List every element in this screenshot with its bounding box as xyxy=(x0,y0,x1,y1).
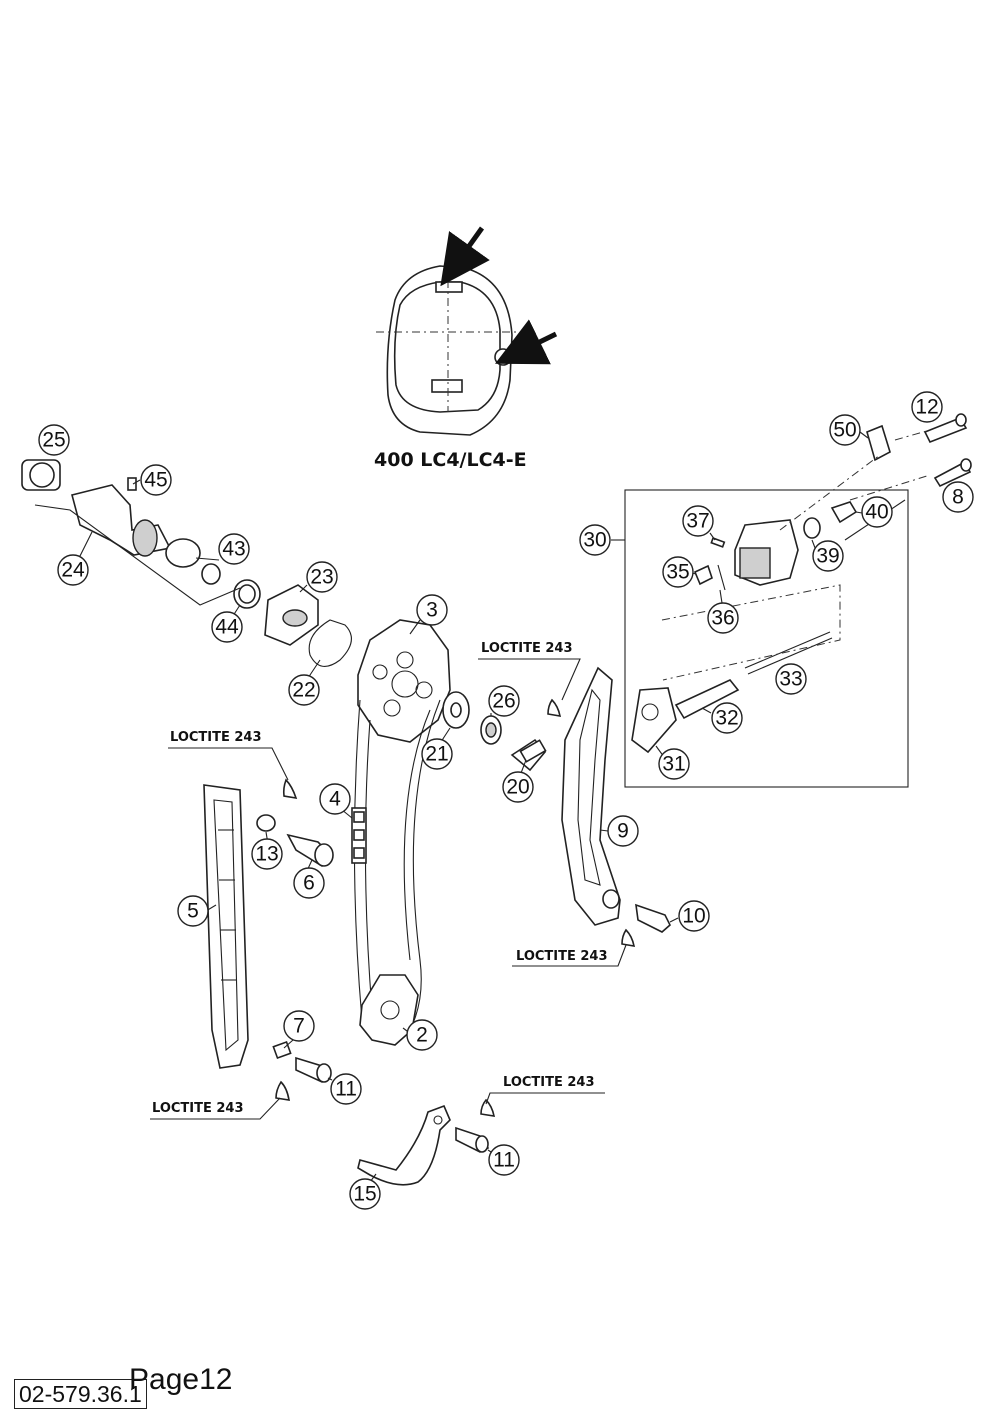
svg-text:40: 40 xyxy=(865,501,888,524)
svg-text:39: 39 xyxy=(816,545,839,568)
callout-39: 39 xyxy=(812,540,844,572)
timing-chain xyxy=(351,699,441,1031)
svg-text:43: 43 xyxy=(222,538,245,561)
svg-text:45: 45 xyxy=(144,469,167,492)
callout-31: 31 xyxy=(658,748,690,780)
callout-24: 24 xyxy=(57,554,89,586)
svg-text:24: 24 xyxy=(61,559,85,582)
svg-text:4: 4 xyxy=(329,788,341,811)
svg-text:35: 35 xyxy=(666,561,689,584)
callout-37: 37 xyxy=(682,505,714,537)
svg-text:10: 10 xyxy=(682,905,705,928)
callout-4: 4 xyxy=(319,783,351,815)
callout-5: 5 xyxy=(177,895,209,927)
callout-50: 50 xyxy=(829,414,861,446)
callout-2: 2 xyxy=(406,1019,438,1051)
callout-9: 9 xyxy=(607,815,639,847)
svg-text:6: 6 xyxy=(303,872,315,895)
callout-20: 20 xyxy=(502,771,534,803)
loctite-label-4: LOCTITE 243 xyxy=(150,1097,281,1120)
svg-text:9: 9 xyxy=(617,820,629,843)
svg-text:LOCTITE 243: LOCTITE 243 xyxy=(152,1101,244,1116)
svg-text:5: 5 xyxy=(187,900,199,923)
callout-33: 33 xyxy=(775,663,807,695)
svg-text:23: 23 xyxy=(310,566,333,589)
callout-36: 36 xyxy=(707,602,739,634)
guide-pin-bolt xyxy=(256,778,334,868)
callout-7: 7 xyxy=(283,1010,315,1042)
svg-text:LOCTITE 243: LOCTITE 243 xyxy=(481,641,573,656)
svg-text:LOCTITE 243: LOCTITE 243 xyxy=(516,949,608,964)
chain-guide-rail xyxy=(203,784,249,1069)
loctite-label-3: LOCTITE 243 xyxy=(512,944,627,967)
lower-chain-guide xyxy=(357,1098,496,1186)
callout-8: 8 xyxy=(942,481,974,513)
callout-10: 10 xyxy=(678,900,710,932)
callout-11-left: 11 xyxy=(330,1073,362,1105)
svg-text:26: 26 xyxy=(492,690,515,713)
svg-text:LOCTITE 243: LOCTITE 243 xyxy=(170,730,262,745)
callout-21: 21 xyxy=(421,738,453,770)
svg-text:50: 50 xyxy=(833,419,856,442)
model-inset-housing: 400 LC4/LC4-E xyxy=(374,226,558,471)
model-label: 400 LC4/LC4-E xyxy=(374,449,527,471)
lower-left-fasteners xyxy=(272,1040,332,1101)
callout-6: 6 xyxy=(293,867,325,899)
callout-13: 13 xyxy=(251,838,283,870)
svg-text:20: 20 xyxy=(506,776,529,799)
callout-22: 22 xyxy=(288,674,320,706)
callout-11-bottom: 11 xyxy=(488,1144,520,1176)
callout-44: 44 xyxy=(211,611,243,643)
callout-32: 32 xyxy=(711,702,743,734)
svg-text:22: 22 xyxy=(292,679,315,702)
svg-text:25: 25 xyxy=(42,429,65,452)
svg-text:32: 32 xyxy=(715,707,738,730)
svg-text:2: 2 xyxy=(416,1024,428,1047)
loctite-label-5: LOCTITE 243 xyxy=(485,1075,605,1105)
callout-3: 3 xyxy=(416,594,448,626)
page-label: Page12 xyxy=(129,1363,233,1396)
svg-text:15: 15 xyxy=(353,1183,376,1206)
svg-text:3: 3 xyxy=(426,599,438,622)
callout-43: 43 xyxy=(218,533,250,565)
callout-23: 23 xyxy=(306,561,338,593)
svg-text:13: 13 xyxy=(255,843,278,866)
svg-text:44: 44 xyxy=(215,616,239,639)
loctite-label-1: LOCTITE 243 xyxy=(478,641,581,701)
svg-text:33: 33 xyxy=(779,668,802,691)
svg-text:30: 30 xyxy=(583,529,606,552)
camshaft-assembly xyxy=(21,459,352,667)
svg-text:36: 36 xyxy=(711,607,734,630)
tensioner-rail xyxy=(547,666,671,947)
svg-text:21: 21 xyxy=(425,743,448,766)
svg-text:12: 12 xyxy=(915,396,938,419)
svg-text:LOCTITE 243: LOCTITE 243 xyxy=(503,1075,595,1090)
callout-45: 45 xyxy=(140,464,172,496)
svg-text:7: 7 xyxy=(293,1015,305,1038)
callout-35: 35 xyxy=(662,556,694,588)
svg-text:37: 37 xyxy=(686,510,709,533)
svg-text:8: 8 xyxy=(952,486,964,509)
svg-text:11: 11 xyxy=(493,1149,515,1172)
callout-40: 40 xyxy=(861,496,893,528)
callout-25: 25 xyxy=(38,424,70,456)
drawing-code: 02-579.36.1 xyxy=(14,1379,147,1409)
camshaft-sprocket xyxy=(357,619,547,772)
chain-tensioner-assembly xyxy=(624,489,909,788)
svg-text:31: 31 xyxy=(662,753,685,776)
loctite-label-2: LOCTITE 243 xyxy=(168,730,289,781)
tensioner-bolts xyxy=(779,413,972,531)
svg-text:11: 11 xyxy=(335,1078,357,1101)
callout-15: 15 xyxy=(349,1178,381,1210)
callout-30: 30 xyxy=(579,524,611,556)
callout-12: 12 xyxy=(911,391,943,423)
callout-26: 26 xyxy=(488,685,520,717)
